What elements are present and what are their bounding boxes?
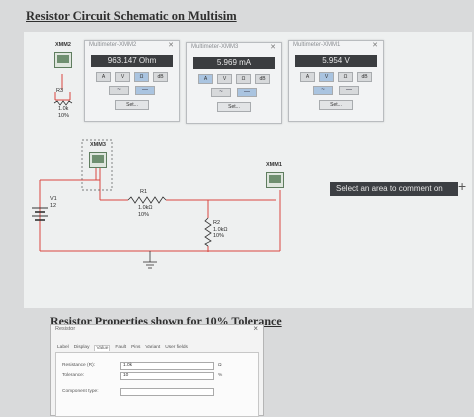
dc-wave-button[interactable]: — [339, 86, 359, 95]
xmm3-label: XMM3 [90, 142, 106, 148]
resistor-r1-symbol [127, 196, 167, 204]
set-button[interactable]: Set... [115, 100, 149, 110]
multimeter-xmm1-icon[interactable] [266, 172, 284, 188]
tab-pins[interactable]: Pins [131, 345, 141, 350]
resistance-unit: Ω [218, 363, 222, 368]
r3-value: 1.0k 10% [58, 106, 70, 119]
tolerance-label: Tolerance: [62, 373, 85, 378]
set-button[interactable]: Set... [217, 102, 251, 112]
resistor-properties-dialog[interactable]: Resistor × Label Display Value Fault Pin… [50, 324, 264, 417]
add-comment-icon[interactable]: + [458, 178, 467, 194]
r1-value: 1.0kΩ 10% [138, 205, 153, 218]
meter-reading: 963.147 Ohm [91, 55, 173, 67]
tab-user-fields[interactable]: User fields [165, 345, 188, 350]
xmm2-label: XMM2 [55, 42, 71, 48]
multimeter-xmm3-icon[interactable] [89, 152, 107, 168]
multimeter-xmm2-icon[interactable] [54, 52, 72, 68]
meter-reading: 5.954 V [295, 55, 377, 67]
value-panel: Resistance (R): 1.0k Ω Tolerance: 10 % C… [55, 352, 259, 417]
close-icon[interactable]: ✕ [372, 42, 378, 49]
ac-wave-button[interactable]: ~ [109, 86, 129, 95]
close-icon[interactable]: ✕ [168, 42, 174, 49]
page-title: Resistor Circuit Schematic on Multisim [26, 9, 237, 23]
v1-label: V1 12 [50, 196, 57, 209]
mode-button-ohms[interactable]: Ω [338, 72, 353, 82]
comment-prompt-bar[interactable]: Select an area to comment on [330, 182, 458, 196]
tab-fault[interactable]: Fault [115, 345, 127, 350]
tab-label[interactable]: Label [57, 345, 69, 350]
close-icon[interactable]: × [253, 324, 258, 333]
resistance-label: Resistance (R): [62, 363, 96, 368]
mode-button-amps[interactable]: A [198, 74, 213, 84]
dc-wave-button[interactable]: — [237, 88, 257, 97]
multimeter-window-xmm1[interactable]: Multimeter-XMM1 ✕ 5.954 V A V Ω dB ~ — S… [288, 40, 384, 122]
window-title: Multimeter-XMM2 [89, 42, 137, 48]
window-title: Multimeter-XMM3 [191, 44, 239, 50]
mode-button-db[interactable]: dB [357, 72, 372, 82]
multimeter-window-xmm3[interactable]: Multimeter-XMM3 ✕ 5.969 mA A V Ω dB ~ — … [186, 42, 282, 124]
meter-reading: 5.969 mA [193, 57, 275, 69]
mode-button-ohms[interactable]: Ω [134, 72, 149, 82]
mode-button-volts[interactable]: V [217, 74, 232, 84]
mode-button-volts[interactable]: V [319, 72, 334, 82]
xmm1-label: XMM1 [266, 162, 282, 168]
ac-wave-button[interactable]: ~ [211, 88, 231, 97]
close-icon[interactable]: ✕ [270, 44, 276, 51]
component-type-input[interactable] [120, 388, 214, 396]
tab-variant[interactable]: Variant [145, 345, 161, 350]
mode-button-volts[interactable]: V [115, 72, 130, 82]
dialog-title: Resistor [55, 326, 76, 332]
dc-wave-button[interactable]: — [135, 86, 155, 95]
r1-name: R1 [140, 189, 148, 195]
resistor-r2-symbol [204, 217, 212, 247]
tab-display[interactable]: Display [73, 345, 90, 350]
mode-button-amps[interactable]: A [300, 72, 315, 82]
r3-label: R3 [56, 88, 64, 94]
mode-button-db[interactable]: dB [153, 72, 168, 82]
window-title: Multimeter-XMM1 [293, 42, 341, 48]
tab-value[interactable]: Value [94, 345, 111, 351]
set-button[interactable]: Set... [319, 100, 353, 110]
tolerance-unit: % [218, 373, 223, 378]
mode-button-amps[interactable]: A [96, 72, 111, 82]
r2-label: R2 1.0kΩ 10% [213, 220, 228, 239]
multimeter-window-xmm2[interactable]: Multimeter-XMM2 ✕ 963.147 Ohm A V Ω dB ~… [84, 40, 180, 122]
mode-button-ohms[interactable]: Ω [236, 74, 251, 84]
resistor-r3-symbol [53, 100, 73, 106]
ac-wave-button[interactable]: ~ [313, 86, 333, 95]
tolerance-select[interactable]: 10 [120, 372, 214, 380]
mode-button-db[interactable]: dB [255, 74, 270, 84]
component-type-label: Component type: [62, 389, 99, 394]
resistance-input[interactable]: 1.0k [120, 362, 214, 370]
